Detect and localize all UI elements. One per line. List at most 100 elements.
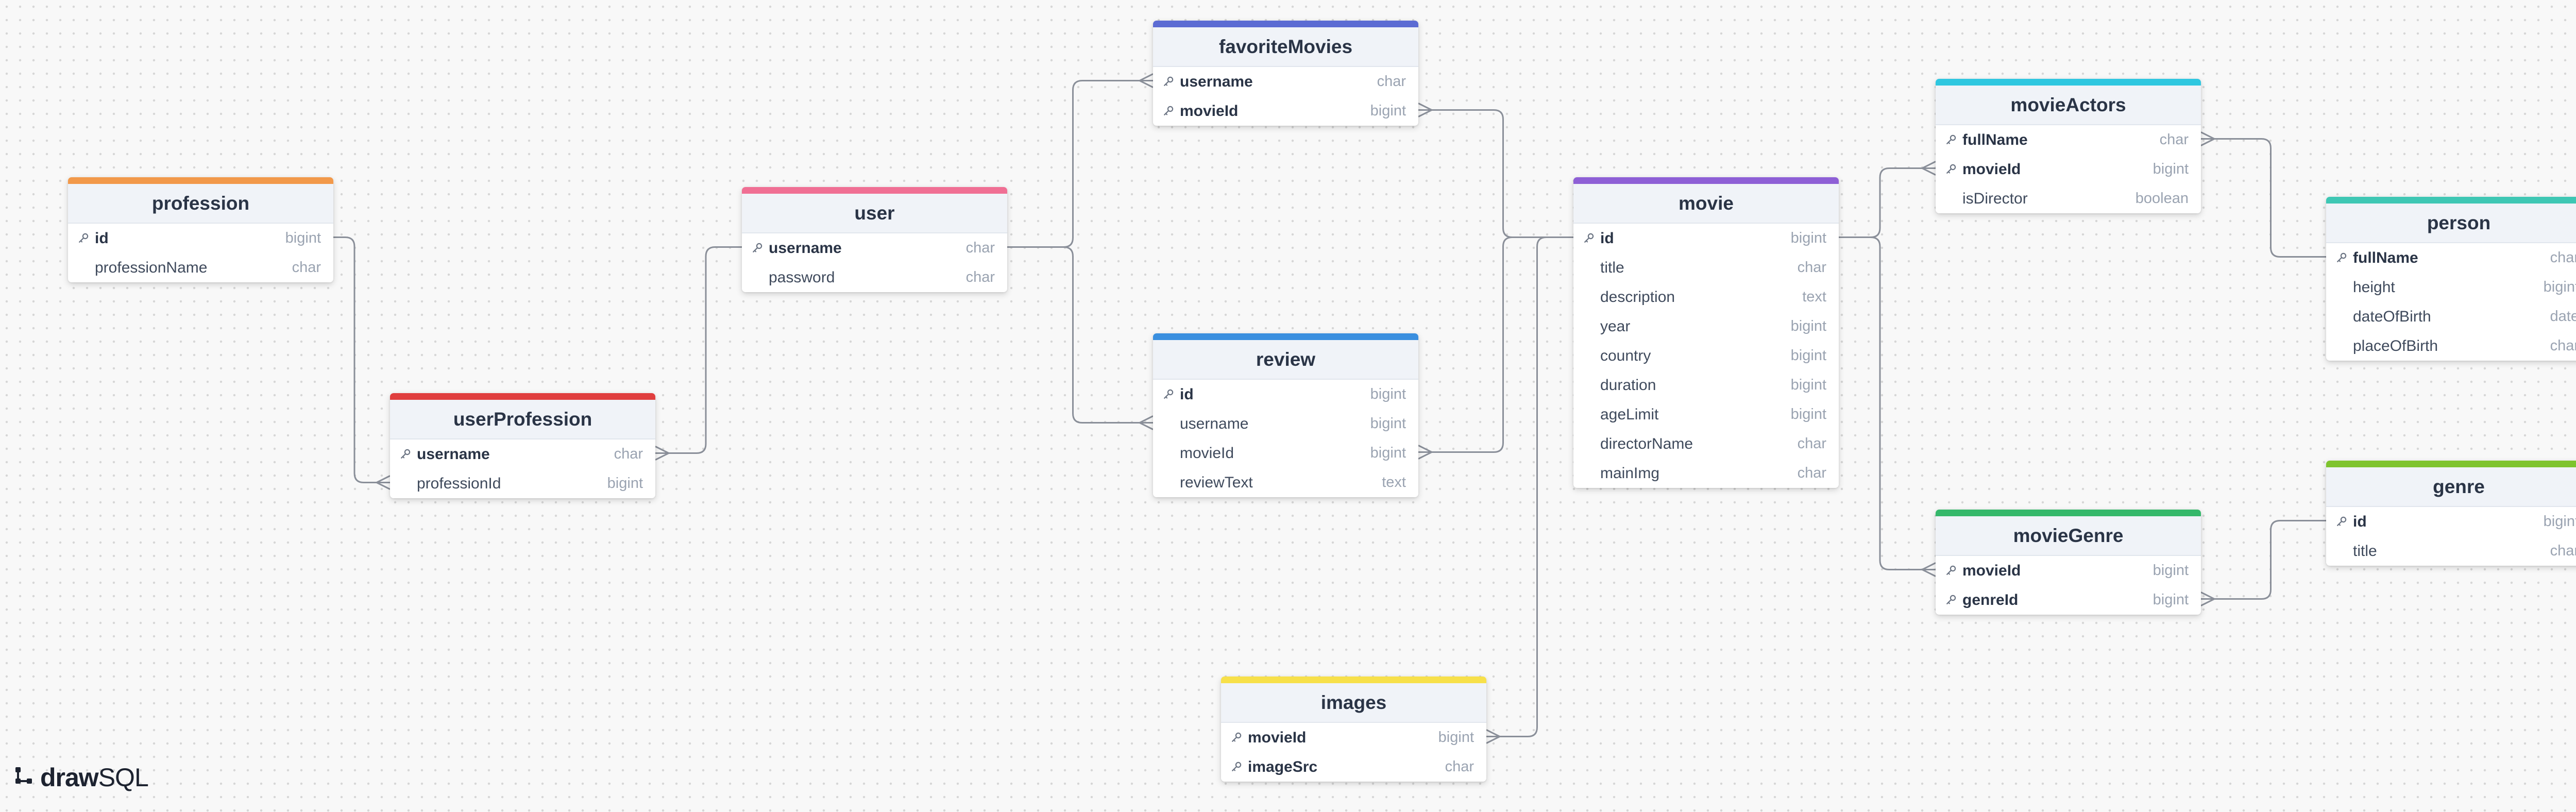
crows-foot-icon (2200, 131, 2215, 146)
relationship-line[interactable] (2201, 138, 2326, 258)
column-row[interactable]: placeOfBirthchar (2326, 331, 2576, 361)
column-type: bigint (1790, 318, 1826, 334)
column-name: isDirector (1962, 190, 2028, 207)
relationship-line[interactable] (1007, 246, 1153, 424)
key-icon (1946, 134, 1956, 144)
column-type: bigint (1438, 729, 1474, 746)
table-title[interactable]: userProfession (390, 400, 655, 439)
relationship-line[interactable] (2201, 520, 2326, 600)
table-title[interactable]: genre (2326, 467, 2576, 507)
table-title[interactable]: movie (1573, 184, 1839, 224)
relationship-line[interactable] (1486, 236, 1573, 737)
brand-name-regular: SQL (98, 763, 149, 792)
column-type: bigint (2543, 279, 2576, 295)
drawsql-logo-icon (15, 767, 32, 784)
table-title[interactable]: favoriteMovies (1153, 27, 1418, 67)
column-type: bigint (1790, 377, 1826, 393)
column-type: bigint (607, 475, 643, 492)
column-name: description (1600, 288, 1675, 306)
table-genre[interactable]: genreidbiginttitlechar (2326, 461, 2576, 566)
key-icon (753, 243, 762, 252)
column-row[interactable]: isDirector boolean (1936, 184, 2201, 213)
table-title[interactable]: movieActors (1936, 86, 2201, 125)
table-title[interactable]: user (742, 194, 1007, 233)
column-type: char (1797, 435, 1826, 452)
relationship-line[interactable] (333, 236, 390, 483)
table-title[interactable]: movieGenre (1936, 516, 2201, 556)
relationship-line[interactable] (1418, 109, 1573, 238)
table-title[interactable]: person (2326, 204, 2576, 243)
relationship-line[interactable] (1418, 236, 1573, 453)
crows-foot-icon (1139, 73, 1154, 88)
column-type: bigint (285, 230, 321, 246)
crows-foot-icon (2200, 591, 2215, 606)
column-name: placeOfBirth (2353, 337, 2438, 354)
column-name: fullName (2353, 249, 2418, 266)
table-color-bar (1153, 21, 1418, 27)
table-title[interactable]: profession (68, 184, 333, 224)
relationship-line[interactable] (1839, 236, 1936, 570)
column-name: id (1600, 229, 1614, 247)
key-icon (79, 233, 89, 243)
crows-foot-icon (376, 475, 391, 490)
column-type: bigint (2153, 161, 2189, 177)
column-type: char (1377, 73, 1406, 90)
relationship-line[interactable] (1007, 80, 1153, 248)
column-name: id (2353, 513, 2367, 530)
table-title[interactable]: images (1221, 683, 1486, 723)
table-color-bar (68, 177, 333, 184)
column-type: text (1802, 289, 1826, 305)
relationship-line[interactable] (655, 246, 742, 454)
table-title[interactable]: review (1153, 340, 1418, 380)
key-icon (1946, 565, 1956, 575)
crows-foot-icon (1922, 562, 1936, 577)
relationship-line[interactable] (1839, 167, 1936, 238)
column-row[interactable]: description text (1573, 282, 1839, 312)
table-person[interactable]: personfullNamecharheightbigintdateOfBirt… (2326, 197, 2576, 361)
column-type: boolean (2135, 190, 2189, 207)
column-name: username (417, 445, 490, 463)
